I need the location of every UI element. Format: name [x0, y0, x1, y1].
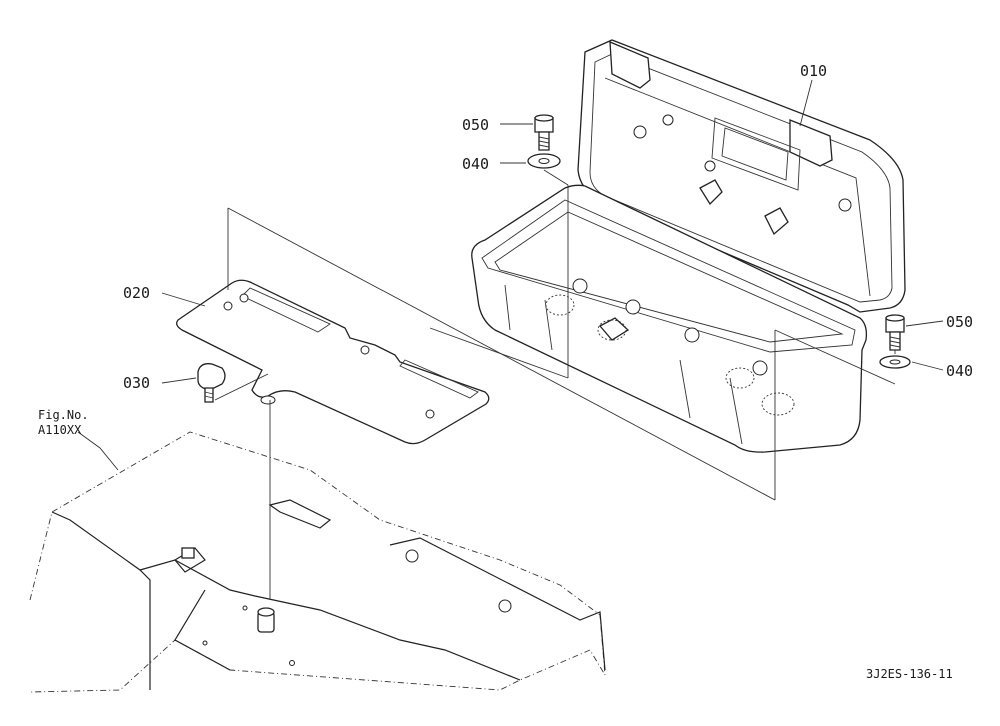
part-label-050-left: 050 [462, 116, 489, 134]
part-label-020: 020 [123, 284, 150, 302]
bolt-050-left [534, 114, 554, 151]
fig-number-label: Fig.No. [38, 408, 89, 422]
washer-040-right [879, 355, 911, 369]
callout-leaders [77, 79, 944, 471]
part-label-050-right: 050 [946, 313, 973, 331]
tool-box-010 [471, 39, 906, 453]
part-label-030: 030 [123, 374, 150, 392]
bolt-050-right [885, 314, 905, 351]
thumb-screw-030 [197, 363, 226, 403]
reference-frame [29, 431, 606, 693]
assembly-guide-lines [214, 169, 896, 600]
bracket-plate-020 [176, 279, 490, 445]
washer-040-left [527, 153, 561, 169]
part-label-040-left: 040 [462, 155, 489, 173]
part-label-040-right: 040 [946, 362, 973, 380]
drawing-id: 3J2ES-136-11 [866, 667, 953, 681]
fig-number-code: A110XX [38, 423, 82, 437]
part-label-010: 010 [800, 62, 827, 80]
